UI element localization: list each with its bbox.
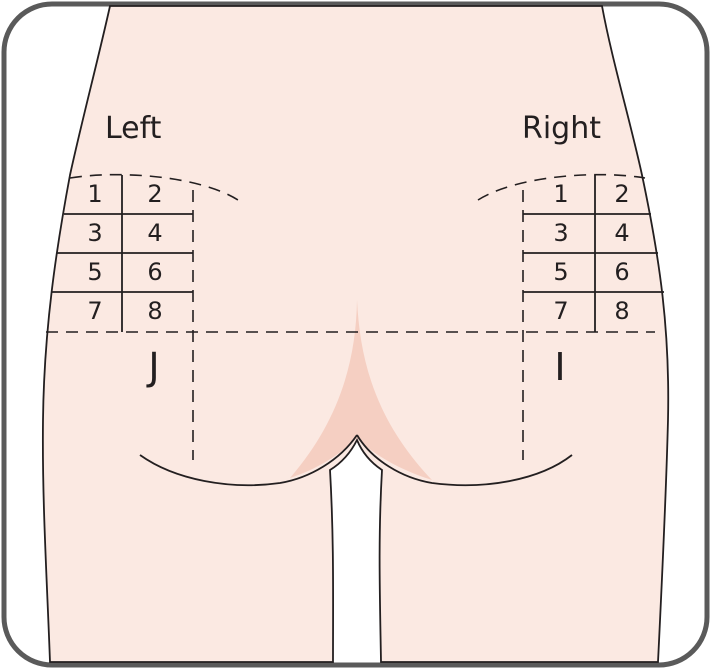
left-zone-label: J xyxy=(146,345,159,389)
left-cell-1[interactable]: 1 xyxy=(87,180,102,208)
right-grid xyxy=(523,175,664,332)
right-cell-5[interactable]: 5 xyxy=(553,258,568,286)
right-cell-1[interactable]: 1 xyxy=(553,180,568,208)
waist-dash-left xyxy=(69,173,239,201)
left-cell-7[interactable]: 7 xyxy=(87,297,102,325)
left-cell-2[interactable]: 2 xyxy=(147,180,162,208)
left-side-label: Left xyxy=(105,111,162,146)
left-buttock-curve xyxy=(139,434,358,487)
right-cell-8[interactable]: 8 xyxy=(614,297,629,325)
left-cell-3[interactable]: 3 xyxy=(87,219,102,247)
left-grid xyxy=(51,175,193,332)
right-buttock-curve xyxy=(356,434,573,487)
left-cell-5[interactable]: 5 xyxy=(87,258,102,286)
right-cell-2[interactable]: 2 xyxy=(614,180,629,208)
right-cell-7[interactable]: 7 xyxy=(553,297,568,325)
cleft-shadow xyxy=(290,300,432,480)
right-cell-3[interactable]: 3 xyxy=(553,219,568,247)
left-cell-6[interactable]: 6 xyxy=(147,258,162,286)
right-cell-6[interactable]: 6 xyxy=(614,258,629,286)
right-zone-label: I xyxy=(554,345,565,389)
left-cell-4[interactable]: 4 xyxy=(147,219,162,247)
right-cell-4[interactable]: 4 xyxy=(614,219,629,247)
waist-dash-right xyxy=(477,173,646,201)
left-cell-8[interactable]: 8 xyxy=(147,297,162,325)
right-side-label: Right xyxy=(522,111,601,146)
